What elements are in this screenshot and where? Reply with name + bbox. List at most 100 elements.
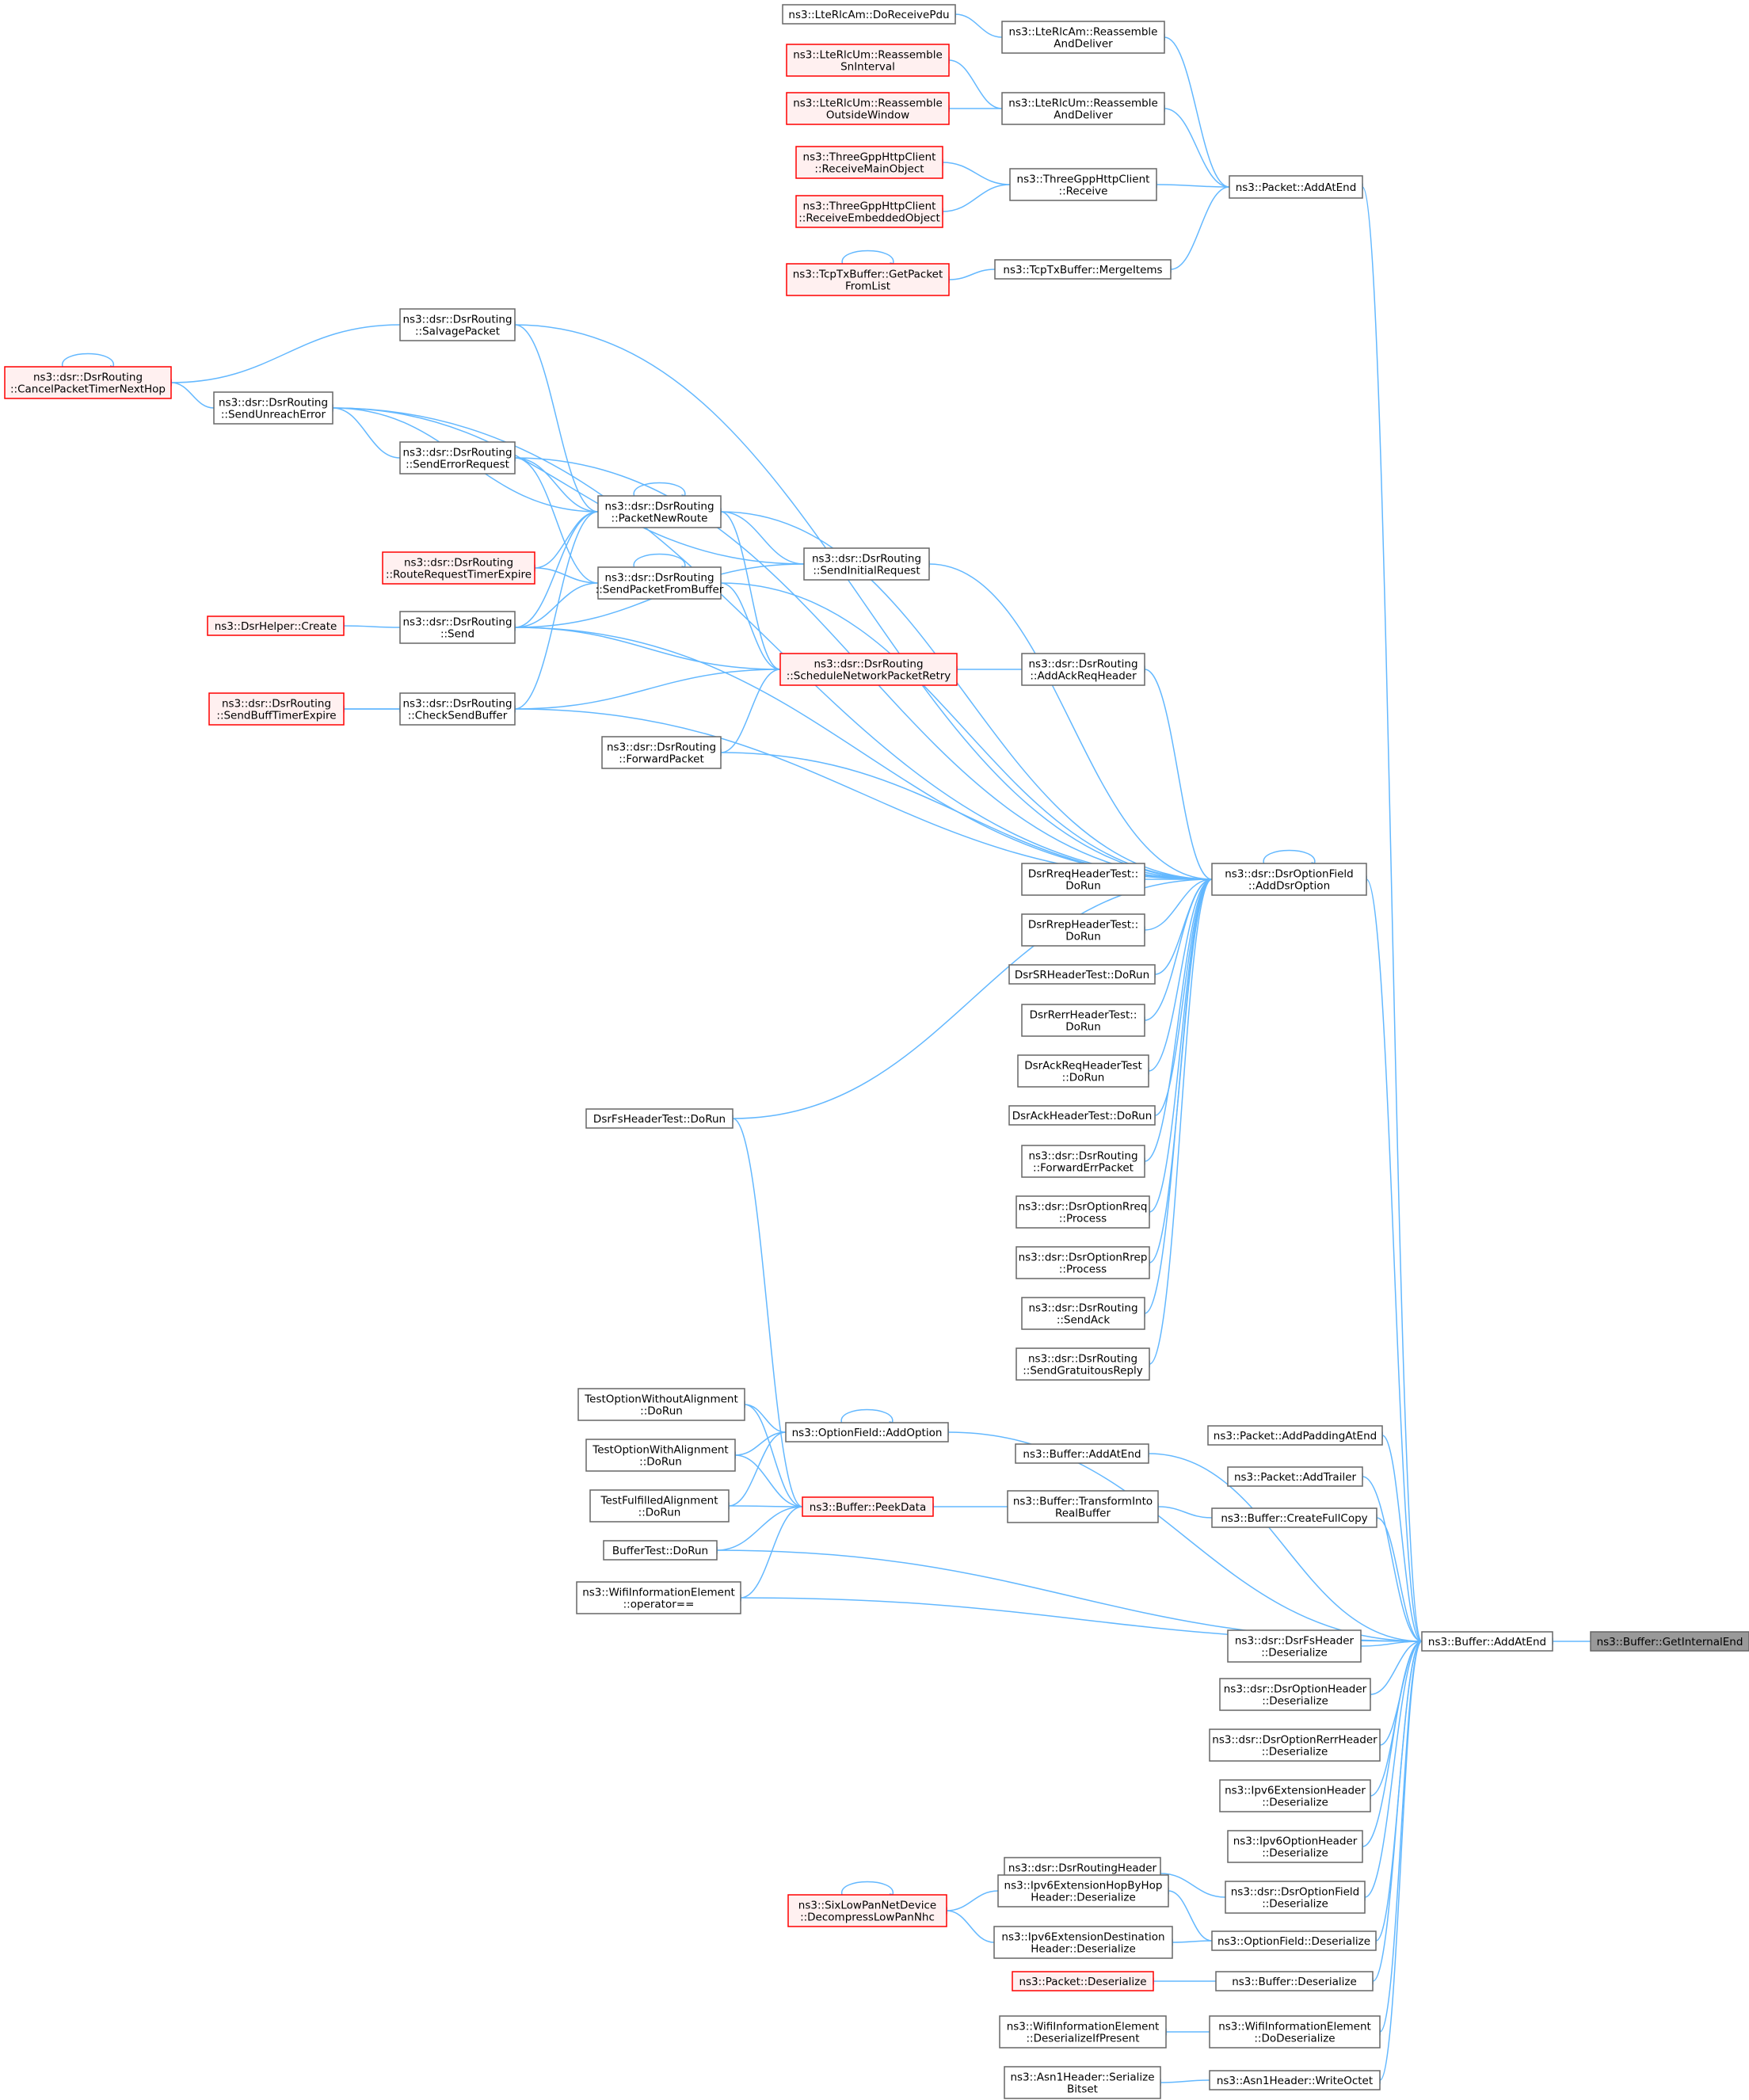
node-tcp-merge[interactable]: ns3::TcpTxBuffer::MergeItems	[994, 259, 1172, 280]
node-buffer-addatend2[interactable]: ns3::Buffer::AddAtEnd	[1015, 1443, 1149, 1464]
node-buffer-fullcopy[interactable]: ns3::Buffer::CreateFullCopy	[1211, 1507, 1377, 1528]
node-buffer-deser[interactable]: ns3::Buffer::Deserialize	[1215, 1971, 1374, 1991]
node-t-fs[interactable]: DsrFsHeaderTest::DoRun	[585, 1108, 734, 1129]
node-t-withoutalign[interactable]: TestOptionWithoutAlignment::DoRun	[577, 1388, 745, 1421]
node-box	[1219, 1779, 1371, 1812]
node-dsr-senderrreq[interactable]: ns3::dsr::DsrRouting::SendErrorRequest	[399, 441, 516, 475]
node-box	[1021, 1297, 1145, 1330]
node-box	[803, 547, 930, 581]
node-rerrhdr-deser[interactable]: ns3::dsr::DsrOptionRerrHeader::Deseriali…	[1209, 1728, 1381, 1762]
node-dsr-gratuitous[interactable]: ns3::dsr::DsrRouting::SendGratuitousRepl…	[1015, 1347, 1150, 1381]
node-t-withalign[interactable]: TestOptionWithAlignment::DoRun	[585, 1439, 736, 1472]
node-t-rrep[interactable]: DsrRrepHeaderTest::DoRun	[1021, 913, 1145, 947]
node-packet-addatend[interactable]: ns3::Packet::AddAtEnd	[1229, 175, 1363, 199]
node-optfield-addopt[interactable]: ns3::OptionField::AddOption	[785, 1422, 949, 1443]
node-label-line: ns3::dsr::DsrRouting	[604, 501, 714, 513]
node-dsr-sendunreach[interactable]: ns3::dsr::DsrRouting::SendUnreachError	[213, 391, 333, 425]
node-asn1-writeoctet[interactable]: ns3::Asn1Header::WriteOctet	[1209, 2070, 1381, 2090]
node-box	[399, 308, 516, 341]
node-wifi-dodeser[interactable]: ns3::WifiInformationElement::DoDeseriali…	[1209, 2015, 1381, 2049]
node-dsr-cancel[interactable]: ns3::dsr::DsrRouting::CancelPacketTimerN…	[4, 366, 172, 399]
node-label-line: ns3::ThreeGppHttpClient	[803, 151, 936, 164]
node-label-line: ::SendBuffTimerExpire	[216, 710, 336, 722]
edge-packet_trailer-to-buffer_addatend	[1355, 1473, 1423, 1642]
node-dsr-rrepproc[interactable]: ns3::dsr::DsrOptionRrep::Process	[1015, 1246, 1150, 1279]
node-label-line: ::CancelPacketTimerNextHop	[10, 383, 166, 396]
node-http-receive[interactable]: ns3::ThreeGppHttpClient::Receive	[1009, 168, 1157, 201]
node-t-fulfilled[interactable]: TestFulfilledAlignment::DoRun	[589, 1489, 730, 1523]
node-sixlowpan[interactable]: ns3::SixLowPanNetDevice::DecompressLowPa…	[787, 1894, 947, 1927]
node-dest-deser[interactable]: ns3::Ipv6ExtensionDestinationHeader::Des…	[993, 1926, 1173, 1959]
node-t-rreq[interactable]: DsrRreqHeaderTest::DoRun	[1021, 863, 1145, 896]
node-t-ack[interactable]: DsrAckHeaderTest::DoRun	[1008, 1105, 1156, 1126]
node-dsr-send[interactable]: ns3::dsr::DsrRouting::Send	[399, 611, 516, 644]
node-t-rerr[interactable]: DsrRerrHeaderTest::DoRun	[1021, 1004, 1145, 1037]
node-dsr-fwderr[interactable]: ns3::dsr::DsrRouting::ForwardErrPacket	[1021, 1145, 1145, 1178]
edge-dsr_routereqexp-to-dsr_newroute	[528, 511, 599, 572]
node-ipv6opt-deser[interactable]: ns3::Ipv6OptionHeader::Deserialize	[1227, 1830, 1363, 1863]
node-dsr-forward[interactable]: ns3::dsr::DsrRouting::ForwardPacket	[601, 736, 722, 769]
node-buffer-addatend[interactable]: ns3::Buffer::AddAtEnd	[1421, 1631, 1553, 1652]
node-dsr-schedretry[interactable]: ns3::dsr::DsrRouting::ScheduleNetworkPac…	[779, 653, 958, 686]
node-dsr-sendinit[interactable]: ns3::dsr::DsrRouting::SendInitialRequest	[803, 547, 930, 581]
node-packet-trailer[interactable]: ns3::Packet::AddTrailer	[1227, 1466, 1363, 1487]
node-label-line: SnInterval	[840, 61, 895, 74]
node-http-embedded[interactable]: ns3::ThreeGppHttpClient::ReceiveEmbedded…	[795, 195, 943, 228]
node-label-line: AndDeliver	[1054, 109, 1113, 122]
edge-t_ackreq-to-dsropt_add	[1141, 878, 1213, 1075]
node-label-line: ns3::dsr::DsrRouting	[814, 658, 923, 671]
edge-dsr_newroute-to-dsr_schedretry	[714, 508, 781, 670]
node-dsr-rreqproc[interactable]: ns3::dsr::DsrOptionRreq::Process	[1015, 1195, 1150, 1229]
node-box	[1227, 1830, 1363, 1863]
node-box	[1007, 1490, 1159, 1523]
edge-dsr_checksend-to-dsr_newroute	[508, 511, 599, 713]
node-dsr-salvage[interactable]: ns3::dsr::DsrRouting::SalvagePacket	[399, 308, 516, 341]
node-hopbyhop-deser[interactable]: ns3::Ipv6ExtensionHopByHopHeader::Deseri…	[997, 1874, 1169, 1908]
edge-t_fs-to-buffer_peek	[726, 1115, 803, 1507]
node-dsroptfield-deser[interactable]: ns3::dsr::DsrOptionField::Deserialize	[1225, 1881, 1366, 1914]
node-getinternalend[interactable]: ns3::Buffer::GetInternalEnd	[1590, 1631, 1749, 1652]
node-label-line: ns3::dsr::DsrOptionRreq	[1019, 1201, 1148, 1214]
node-wifi-deserpresent[interactable]: ns3::WifiInformationElement::Deserialize…	[999, 2015, 1167, 2049]
node-opthdr-deser[interactable]: ns3::dsr::DsrOptionHeader::Deserialize	[1219, 1678, 1371, 1711]
node-dsrhelper-create[interactable]: ns3::DsrHelper::Create	[207, 616, 345, 636]
node-dsropt-add[interactable]: ns3::dsr::DsrOptionField::AddDsrOption	[1211, 863, 1367, 896]
node-rlcam-doreceive[interactable]: ns3::LteRlcAm::DoReceivePdu	[782, 4, 956, 25]
node-wifi-eq[interactable]: ns3::WifiInformationElement::operator==	[576, 1581, 741, 1614]
node-label-line: ::CheckSendBuffer	[408, 710, 508, 722]
node-dsr-addackreq[interactable]: ns3::dsr::DsrRouting::AddAckReqHeader	[1021, 653, 1145, 686]
node-packet-padding[interactable]: ns3::Packet::AddPaddingAtEnd	[1207, 1425, 1383, 1446]
node-label-line: ::ReceiveMainObject	[814, 163, 924, 176]
node-dsr-routereqexp[interactable]: ns3::dsr::DsrRouting::RouteRequestTimerE…	[382, 551, 535, 585]
node-packet-deser[interactable]: ns3::Packet::Deserialize	[1012, 1971, 1154, 1991]
node-dsr-newroute[interactable]: ns3::dsr::DsrRouting::PacketNewRoute	[597, 495, 722, 528]
node-t-sr[interactable]: DsrSRHeaderTest::DoRun	[1008, 964, 1156, 985]
node-dsr-checksend[interactable]: ns3::dsr::DsrRouting::CheckSendBuffer	[399, 692, 516, 726]
node-label-line: ns3::dsr::DsrRouting	[1028, 1150, 1137, 1163]
node-buffer-peek[interactable]: ns3::Buffer::PeekData	[802, 1496, 934, 1517]
node-dsr-sendfrombuf[interactable]: ns3::dsr::DsrRouting::SendPacketFromBuff…	[596, 566, 724, 600]
node-label-line: ::RouteRequestTimerExpire	[386, 569, 532, 581]
node-box	[1209, 1728, 1381, 1762]
node-fshdr-deser[interactable]: ns3::dsr::DsrFsHeader::Deserialize	[1227, 1629, 1362, 1663]
node-label-line: AndDeliver	[1054, 38, 1113, 51]
node-dsr-sendack[interactable]: ns3::dsr::DsrRouting::SendAck	[1021, 1297, 1145, 1330]
node-t-buffer[interactable]: BufferTest::DoRun	[603, 1540, 718, 1561]
node-label-line: ::DecompressLowPanNhc	[800, 1911, 935, 1924]
edge-asn1_serbitset-to-asn1_writeoctet	[1153, 2079, 1210, 2087]
node-ipv6ext-deser[interactable]: ns3::Ipv6ExtensionHeader::Deserialize	[1219, 1779, 1371, 1812]
node-http-mainobj[interactable]: ns3::ThreeGppHttpClient::ReceiveMainObje…	[795, 146, 943, 179]
node-box	[786, 263, 950, 296]
edge-rlcam_reassemble-to-packet_addatend	[1157, 33, 1230, 188]
edge-hopbyhop_deser-to-optfield_deser	[1161, 1887, 1213, 1942]
node-dsr-buffexp[interactable]: ns3::dsr::DsrRouting::SendBuffTimerExpir…	[208, 692, 345, 726]
node-t-ackreq[interactable]: DsrAckReqHeaderTest::DoRun	[1017, 1054, 1149, 1088]
node-optfield-deser[interactable]: ns3::OptionField::Deserialize	[1211, 1930, 1377, 1951]
